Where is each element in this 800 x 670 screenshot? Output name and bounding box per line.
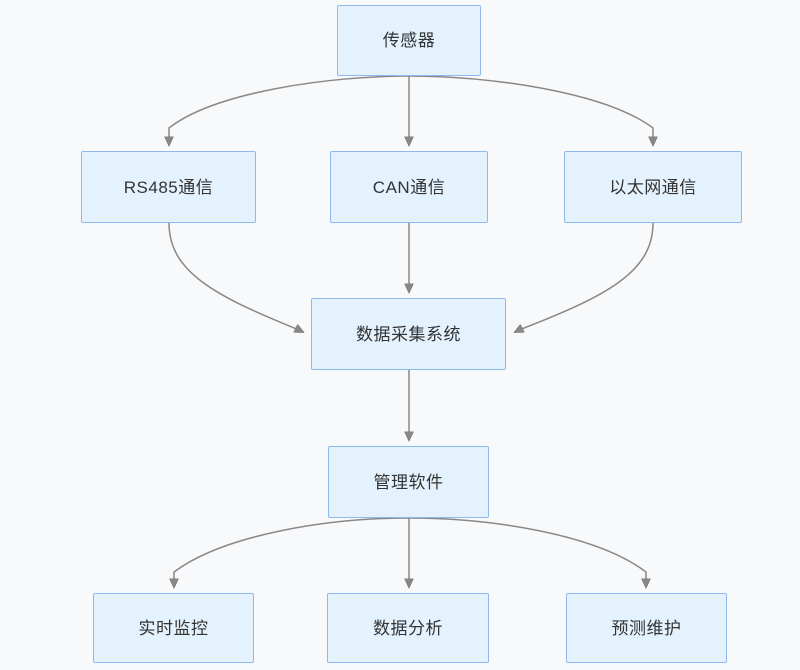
edge-sensor-to-rs485 bbox=[169, 75, 410, 145]
node-management-software-label: 管理软件 bbox=[373, 472, 444, 492]
node-realtime-monitoring-label: 实时监控 bbox=[138, 618, 209, 638]
node-ethernet-communication-label: 以太网通信 bbox=[609, 177, 697, 197]
node-predictive-maintenance[interactable]: 预测维护 bbox=[566, 593, 727, 663]
node-data-analysis-label: 数据分析 bbox=[373, 618, 443, 638]
node-data-acquisition-system[interactable]: 数据采集系统 bbox=[311, 298, 506, 370]
node-rs485-communication-label: RS485通信 bbox=[123, 177, 214, 197]
node-ethernet-communication[interactable]: 以太网通信 bbox=[564, 151, 742, 223]
node-can-communication[interactable]: CAN通信 bbox=[330, 151, 488, 223]
node-can-communication-label: CAN通信 bbox=[372, 177, 446, 197]
node-predictive-maintenance-label: 预测维护 bbox=[611, 618, 682, 638]
edge-ethernet-to-daq bbox=[515, 222, 654, 332]
edge-software-to-monitor bbox=[174, 517, 410, 587]
node-sensor[interactable]: 传感器 bbox=[337, 5, 481, 76]
node-data-acquisition-system-label: 数据采集系统 bbox=[356, 324, 461, 344]
node-management-software[interactable]: 管理软件 bbox=[328, 446, 489, 518]
node-sensor-label: 传感器 bbox=[382, 31, 436, 50]
edge-software-to-maintenance bbox=[408, 517, 646, 587]
node-realtime-monitoring[interactable]: 实时监控 bbox=[93, 593, 254, 663]
edge-rs485-to-daq bbox=[168, 222, 303, 332]
edge-sensor-to-ethernet bbox=[408, 75, 653, 145]
node-data-analysis[interactable]: 数据分析 bbox=[327, 593, 489, 663]
node-rs485-communication[interactable]: RS485通信 bbox=[81, 151, 256, 223]
